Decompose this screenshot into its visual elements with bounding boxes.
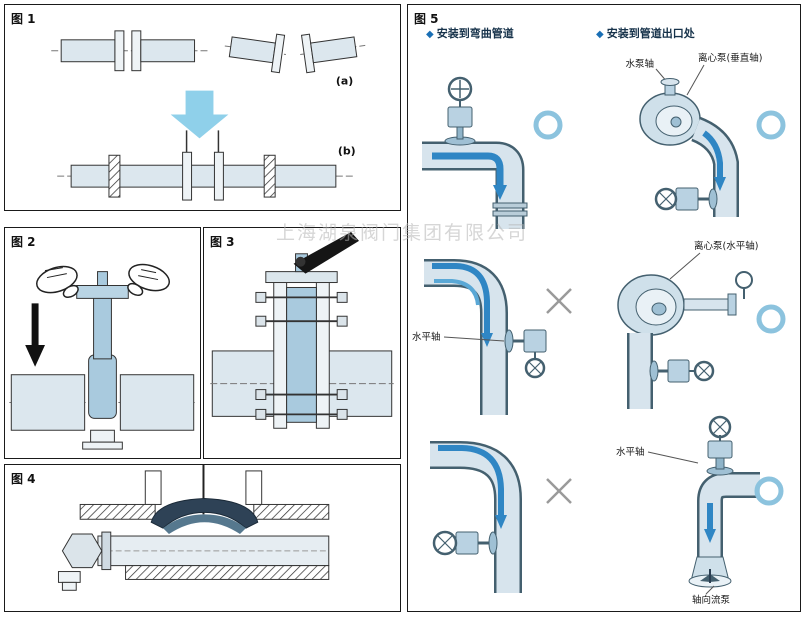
nuts [57, 571, 81, 591]
cell-pump-horizontal-shaft: 离心泵(水平轴) [617, 240, 786, 409]
top-column [245, 470, 263, 505]
aligned-pipe-flanges [51, 30, 211, 72]
figure-4-drawing [57, 465, 330, 591]
figure-2-panel: 图 2 [4, 227, 201, 459]
correct-mark [533, 110, 563, 140]
cell-pump-axial-flow: 水平轴 [616, 415, 784, 606]
flange-sandwich [273, 281, 330, 429]
finger-lines [44, 267, 159, 281]
misaligned-pipe-flanges [224, 33, 366, 74]
cell-elbow-correct [422, 76, 563, 229]
figure-2-drawing [9, 263, 196, 450]
wrong-mark [546, 478, 572, 504]
figure-3-drawing [210, 231, 394, 429]
valve-handwheel-up [444, 76, 476, 146]
upper-flange-plate [253, 503, 330, 520]
correct-mark [756, 304, 786, 334]
figure-3-panel: 图 3 [203, 227, 401, 459]
mounting-plate [265, 271, 338, 284]
correct-mark [756, 110, 786, 140]
label-a: (a) [336, 75, 353, 88]
figure-1-title: 图 1 [11, 12, 36, 26]
lower-flange-plate [125, 565, 330, 580]
figure-4-title: 图 4 [11, 472, 36, 486]
figure-4-panel: 图 4 [4, 464, 401, 612]
insert-down-arrow-icon [25, 303, 45, 367]
upper-flange-plate [79, 503, 156, 520]
figure-1-panel: 图 1 [4, 4, 401, 211]
label-horizontal-shaft-b: 水平轴 [616, 446, 645, 458]
support-bracket [82, 429, 123, 450]
valve-seat-dome [150, 498, 259, 535]
cell-pump-vertical-shaft: 水泵轴 离心泵(垂直轴) [625, 52, 786, 217]
correct-mark [754, 476, 784, 506]
diamond-icon: ◆ [426, 29, 434, 40]
bullet-install-curved-pipe: ◆安装到弯曲管道 [426, 27, 514, 40]
label-b: (b) [338, 144, 356, 157]
figure-5-title: 图 5 [414, 12, 439, 26]
figure-5-header: ◆安装到弯曲管道 ◆安装到管道出口处 [408, 25, 800, 41]
valve-side-mounted [649, 359, 715, 383]
valve-side-mounted [654, 187, 718, 211]
bullet-install-pipe-outlet: ◆安装到管道出口处 [596, 27, 695, 40]
valve-horizontal-shaft [504, 329, 547, 379]
label-centrifugal-horizontal: 离心泵(水平轴) [694, 240, 758, 252]
figure-3-title: 图 3 [210, 235, 235, 249]
wrong-mark [546, 288, 572, 314]
hands [36, 263, 170, 299]
figure-5-panel: 图 5 ◆安装到弯曲管道 ◆安装到管道出口处 [407, 4, 801, 612]
valve-being-inserted [76, 271, 129, 419]
valve-handwheel-left [432, 530, 498, 556]
label-centrifugal-vertical: 离心泵(垂直轴) [698, 52, 762, 64]
figure-5-drawing: 水泵轴 离心泵(垂直轴) [412, 52, 786, 606]
shaft-and-bolt [61, 531, 330, 571]
label-horizontal-shaft-a: 水平轴 [412, 331, 441, 343]
valve-on-elbow [706, 415, 734, 476]
lever-handle [293, 231, 360, 274]
label-pump-shaft: 水泵轴 [625, 58, 654, 70]
cell-curve-wrong-2 [430, 441, 572, 593]
label-axial-pump: 轴向流泵 [692, 594, 731, 606]
down-arrow-icon [170, 90, 229, 139]
bolts [255, 291, 348, 420]
pipe-with-gap [10, 374, 195, 431]
cell-curve-wrong-1: 水平轴 [412, 259, 572, 415]
figure-2-title: 图 2 [11, 235, 36, 249]
diamond-icon: ◆ [596, 29, 604, 40]
pipe-with-spacers [57, 130, 354, 201]
bell-mouth-impeller [688, 556, 732, 588]
top-column [144, 470, 162, 505]
figure-1-drawing: (a) (b) [51, 30, 366, 201]
